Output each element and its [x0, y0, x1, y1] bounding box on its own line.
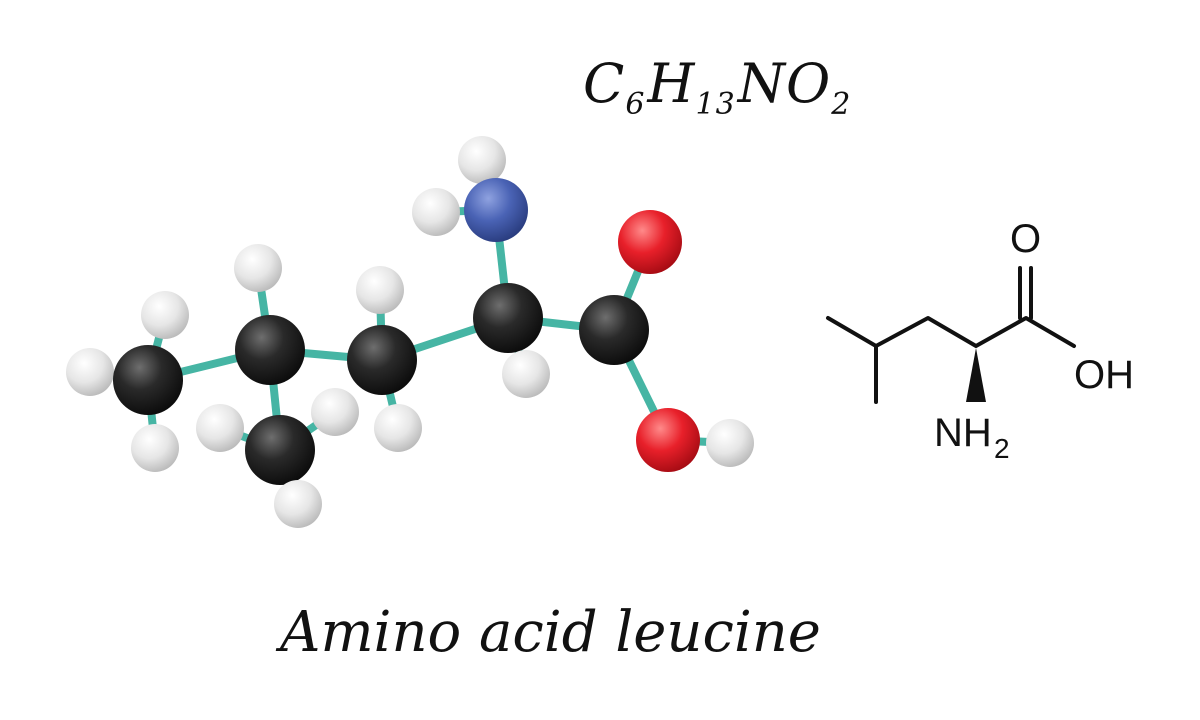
- nitrogen-atom-n: [464, 178, 528, 242]
- oxygen-atom-o2: [636, 408, 700, 472]
- hydrogen-atom-h10: [502, 350, 550, 398]
- skeletal-formula: [826, 266, 1076, 404]
- carbon-atom-c6: [245, 415, 315, 485]
- skeletal-hydroxyl-label: OH: [1074, 353, 1134, 397]
- caption-title: Amino acid leucine: [280, 600, 821, 665]
- carbon-atom-c5: [579, 295, 649, 365]
- oxygen-atom-o1: [618, 210, 682, 274]
- molecular-formula: C6H13NO2: [583, 52, 853, 122]
- hydrogen-atom-h5: [196, 404, 244, 452]
- formula-oxygen-count: 2: [831, 87, 852, 122]
- formula-nitrogen: N: [737, 52, 786, 115]
- formula-hydrogen: H: [647, 52, 696, 115]
- formula-carbon-count: 6: [625, 87, 646, 122]
- atom-group: [66, 136, 754, 528]
- skeletal-backbone: [826, 316, 1076, 348]
- hydrogen-atom-h4: [234, 244, 282, 292]
- wedge-bond: [966, 348, 986, 402]
- hydrogen-atom-h8: [356, 266, 404, 314]
- hydrogen-atom-h2: [141, 291, 189, 339]
- carbon-atom-c2: [235, 315, 305, 385]
- hydrogen-atom-h9: [374, 404, 422, 452]
- formula-carbon: C: [583, 52, 626, 115]
- hydrogen-atom-h13: [706, 419, 754, 467]
- skeletal-oxygen-label: O: [1010, 217, 1041, 261]
- formula-oxygen: O: [785, 52, 832, 115]
- hydrogen-atom-h7: [274, 480, 322, 528]
- carbon-atom-c1: [113, 345, 183, 415]
- hydrogen-atom-h3: [131, 424, 179, 472]
- skeletal-amine-subscript: 2: [994, 433, 1010, 464]
- hydrogen-atom-h6: [311, 388, 359, 436]
- hydrogen-atom-h11: [458, 136, 506, 184]
- hydrogen-atom-h12: [412, 188, 460, 236]
- carbon-atom-c4: [473, 283, 543, 353]
- skeletal-amine-label: NH: [934, 411, 992, 455]
- hydrogen-atom-h1: [66, 348, 114, 396]
- formula-hydrogen-count: 13: [695, 87, 736, 122]
- carbon-atom-c3: [347, 325, 417, 395]
